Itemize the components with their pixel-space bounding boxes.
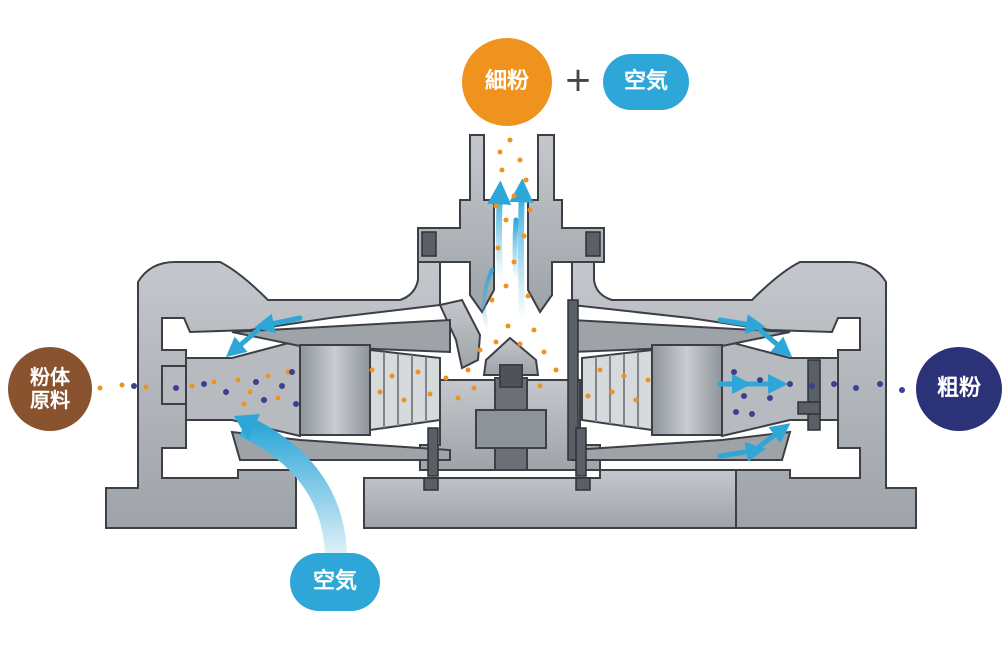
air-flow-arrows xyxy=(225,178,793,561)
coarse-powder-text: 粗粉 xyxy=(936,376,981,402)
coarse-powder-label: 粗粉 xyxy=(916,347,1002,431)
air-input-text: 空気 xyxy=(312,569,357,595)
air-input-label: 空気 xyxy=(290,553,380,611)
air-inlet-arrow-head xyxy=(234,414,260,440)
bolts xyxy=(421,231,821,491)
fine-particles xyxy=(97,137,651,407)
plus-sign: + xyxy=(563,60,593,100)
fine-powder-text: 細粉 xyxy=(484,69,529,95)
feed-tube xyxy=(161,365,187,405)
raw-powder-label: 粉体 原料 xyxy=(8,347,92,431)
air-output-text: 空気 xyxy=(623,69,668,95)
air-output-label: 空気 xyxy=(603,54,689,110)
raw-powder-text-line1: 粉体 xyxy=(30,365,70,389)
fine-powder-label: 細粉 xyxy=(462,38,552,126)
coarse-particles xyxy=(131,369,905,417)
raw-powder-text-line2: 原料 xyxy=(30,388,70,412)
center-shaft xyxy=(475,364,547,471)
